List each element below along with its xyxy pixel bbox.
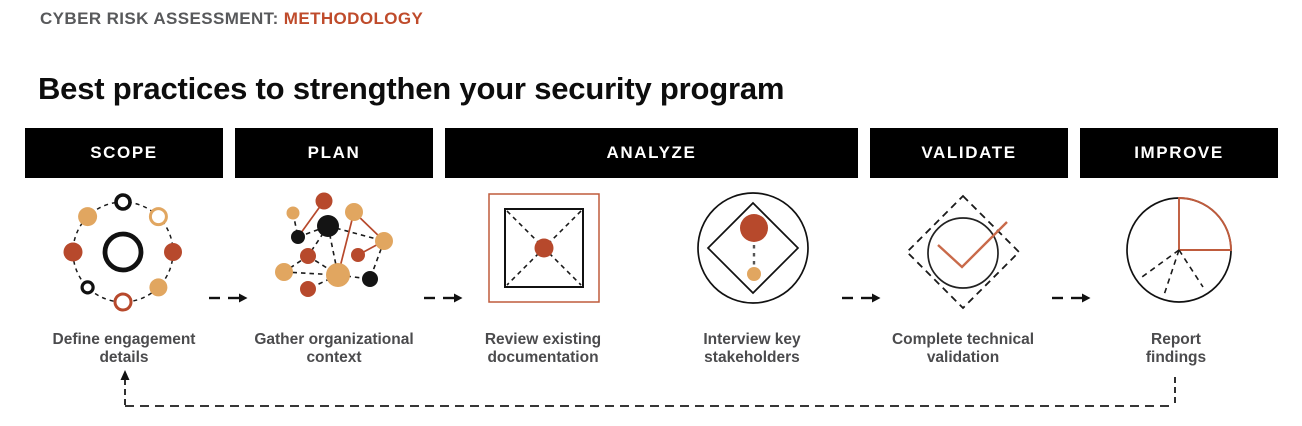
dashed-arrow-right-icon	[424, 293, 463, 303]
step-caption-report-findings: Report findings	[1145, 331, 1207, 366]
dashed-arrow-right-icon	[842, 293, 881, 303]
step-caption-define-engagement: Define engagement details	[52, 331, 196, 366]
dashed-arrow-right-icon	[209, 293, 248, 303]
eyebrow-prefix: CYBER RISK ASSESSMENT:	[40, 9, 284, 28]
stage-bar-scope: SCOPE	[25, 128, 223, 178]
stage-bar-plan: PLAN	[235, 128, 433, 178]
step-caption-interview-stakeholders: Interview key stakeholders	[703, 331, 801, 366]
page-title: Best practices to strengthen your securi…	[38, 70, 785, 106]
scope-orbit-icon	[63, 193, 182, 312]
step-caption-review-documentation: Review existing documentation	[484, 331, 602, 366]
step-caption-technical-validation: Complete technical validation	[891, 331, 1035, 366]
stage-label: SCOPE	[90, 143, 158, 162]
stage-bar-validate: VALIDATE	[870, 128, 1068, 178]
validation-check-icon	[905, 194, 1021, 310]
document-square-icon	[488, 193, 600, 303]
dashed-arrow-right-icon	[1052, 293, 1091, 303]
stage-label: PLAN	[307, 143, 361, 162]
eyebrow-highlight: METHODOLOGY	[283, 9, 424, 28]
stage-bar-improve: IMPROVE	[1080, 128, 1278, 178]
stage-label: VALIDATE	[921, 143, 1017, 162]
step-caption-gather-context: Gather organizational context	[254, 331, 414, 366]
stage-bar-analyze: ANALYZE	[445, 128, 858, 178]
stage-label: IMPROVE	[1134, 143, 1224, 162]
stakeholder-diamond-icon	[697, 192, 809, 304]
network-graph-icon	[275, 192, 393, 297]
dashed-feedback-loop-icon	[120, 370, 1176, 407]
findings-pie-icon	[1126, 197, 1232, 303]
stage-label: ANALYZE	[606, 143, 697, 162]
eyebrow: CYBER RISK ASSESSMENT: METHODOLOGY	[40, 9, 423, 29]
